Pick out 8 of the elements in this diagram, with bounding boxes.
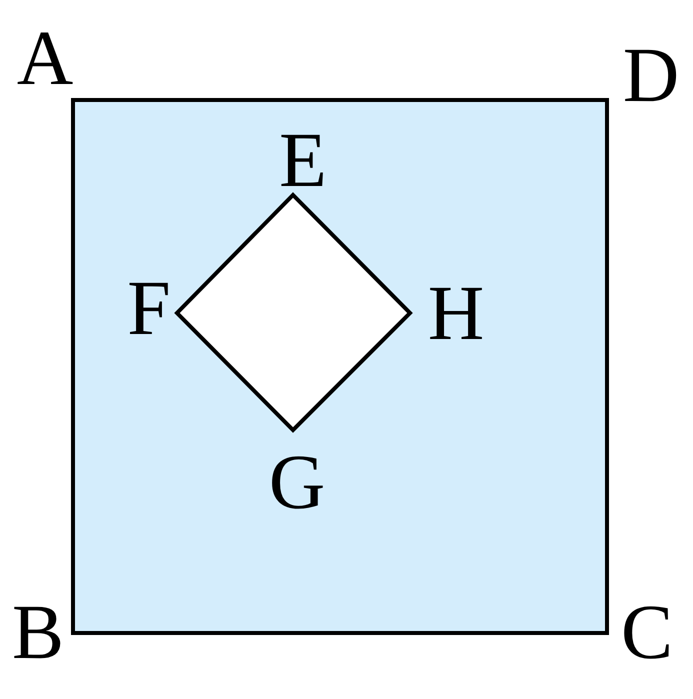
vertex-label: G [268, 443, 326, 521]
vertex-label: F [127, 269, 171, 347]
vertex-label: B [12, 593, 64, 671]
vertex-label: A [16, 19, 74, 97]
vertex-label: C [620, 593, 674, 671]
vertex-label: E [279, 121, 327, 199]
vertex-label: D [622, 36, 680, 114]
vertex-label: H [428, 274, 484, 352]
